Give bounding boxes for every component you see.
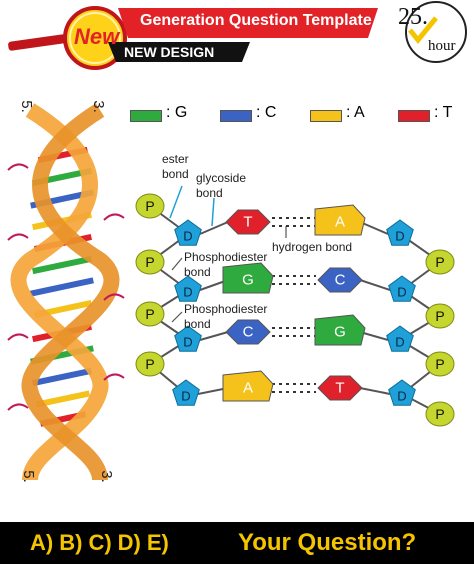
legend-swatch-a: [310, 110, 342, 122]
title-banner: [118, 8, 378, 38]
rotation-arrows: [7, 163, 125, 411]
glycosidic-bond-line: [199, 331, 229, 341]
phosphate-letter: P: [145, 356, 154, 372]
new-badge: New: [74, 24, 120, 49]
timer-unit: hour: [428, 38, 456, 54]
glycosidic-bond-line: [359, 279, 391, 291]
nucleobase-right-letter: T: [335, 380, 344, 397]
glycosidic-bond-line: [359, 387, 391, 395]
phosphodiester-bond-label-1: Phosphodiester bond: [184, 250, 268, 279]
nucleobase-right-letter: G: [334, 324, 346, 341]
phosphate-letter: P: [435, 356, 444, 372]
phosphate-letter: P: [435, 308, 444, 324]
deoxyribose-sugar: [174, 219, 202, 246]
phosphate-group: [425, 249, 455, 275]
glycosidic-bond-line: [359, 221, 389, 235]
answer-choices: A) B) C) D) E): [30, 530, 169, 556]
phosphodiester-pointer-2: [171, 311, 183, 323]
phosphate-letter: P: [145, 306, 154, 322]
legend-swatch-g: [130, 110, 162, 122]
template-title: Generation Question Template: [140, 12, 372, 29]
deoxyribose-letter: D: [181, 389, 190, 404]
nucleobase-right-letter: C: [335, 272, 346, 289]
phosphate-letter: P: [435, 406, 444, 422]
deoxyribose-letter: D: [183, 285, 192, 300]
glycosidic-bond-line: [199, 221, 229, 235]
legend-label-t: : T: [434, 104, 453, 121]
deoxyribose-letter: D: [183, 229, 192, 244]
header-graphics: [8, 1, 467, 70]
phosphate-group: [135, 249, 165, 275]
helix-strand-b: [21, 103, 120, 482]
deoxyribose-sugar: [388, 379, 416, 406]
phosphate-group: [135, 301, 165, 327]
phosphate-letter: P: [145, 254, 154, 270]
nucleobase-left: [222, 262, 274, 294]
choice-b[interactable]: B): [59, 530, 83, 555]
timer-icon: [405, 1, 467, 63]
phosphate-group: [135, 193, 165, 219]
nucleobase-right: [317, 267, 363, 293]
nucleobase-left-letter: A: [243, 380, 253, 397]
footer-bar: A) B) C) D) E) Your Question?: [0, 522, 474, 564]
helix-strand-a: [10, 103, 109, 482]
ester-bond-pointer: [169, 185, 183, 219]
deoxyribose-letter: D: [397, 389, 406, 404]
nucleobase-left: [222, 370, 274, 402]
deoxyribose-sugar: [172, 379, 200, 406]
timer-value: 25.: [398, 4, 428, 30]
legend-swatch-t: [398, 110, 430, 122]
header: New Generation Question Template NEW DES…: [0, 0, 474, 72]
phosphate-group: [135, 351, 165, 377]
helix-graphic: [7, 103, 125, 482]
phosphodiester-pointer-1: [171, 257, 183, 271]
subtitle-bar: [108, 42, 250, 62]
deoxyribose-sugar: [386, 219, 414, 246]
legend-label-g: : G: [166, 104, 188, 121]
phosphodiester-bond-label-2: Phosphodiester bond: [184, 302, 268, 331]
nucleobase-left: [225, 319, 271, 345]
phosphate-letter: P: [145, 198, 154, 214]
base-legend: : G : C : A : T: [130, 104, 470, 128]
phosphate-group: [425, 303, 455, 329]
magnifier-icon: [8, 6, 127, 70]
legend-label-c: : C: [256, 104, 277, 121]
hydrogen-bond-label: hydrogen bond: [272, 240, 353, 254]
glycosidic-bond-line: [359, 331, 389, 341]
ester-bond-label: ester bond: [162, 152, 189, 181]
choice-c[interactable]: C): [88, 530, 112, 555]
deoxyribose-sugar: [388, 275, 416, 302]
nucleobase-right-letter: A: [335, 214, 345, 231]
choice-a[interactable]: A): [30, 530, 54, 555]
deoxyribose-sugar: [386, 325, 414, 352]
choice-e[interactable]: E): [146, 530, 169, 555]
phosphate-letter: P: [435, 254, 444, 270]
question-prompt: Your Question?: [238, 529, 417, 556]
nucleobase-left-letter: G: [242, 272, 254, 289]
legend-swatch-c: [220, 110, 252, 122]
nucleobase-right: [314, 314, 366, 346]
glycoside-bond-label: glycoside bond: [196, 171, 247, 200]
nucleobase-right: [314, 204, 366, 236]
deoxyribose-letter: D: [397, 285, 406, 300]
deoxyribose-sugar: [174, 275, 202, 302]
phosphate-group: [425, 401, 455, 427]
legend-label-a: : A: [346, 104, 365, 121]
dna-structure-diagram: T A G C C G A T P P P P P P P P D D D D D D D D: [135, 185, 455, 427]
nucleobase-right: [317, 375, 363, 401]
double-helix: 5. 3. 5. 3.: [0, 90, 130, 490]
nucleobase-left: [225, 209, 271, 235]
deoxyribose-letter: D: [183, 335, 192, 350]
deoxyribose-sugar: [174, 325, 202, 352]
nucleobase-left-letter: T: [243, 214, 252, 231]
nucleobase-left-letter: C: [243, 324, 254, 341]
deoxyribose-letter: D: [395, 229, 404, 244]
deoxyribose-letter: D: [395, 335, 404, 350]
phosphate-group: [425, 351, 455, 377]
choice-d[interactable]: D): [117, 530, 141, 555]
glycoside-bond-pointer: [211, 197, 215, 227]
design-subtitle: NEW DESIGN: [124, 44, 215, 60]
